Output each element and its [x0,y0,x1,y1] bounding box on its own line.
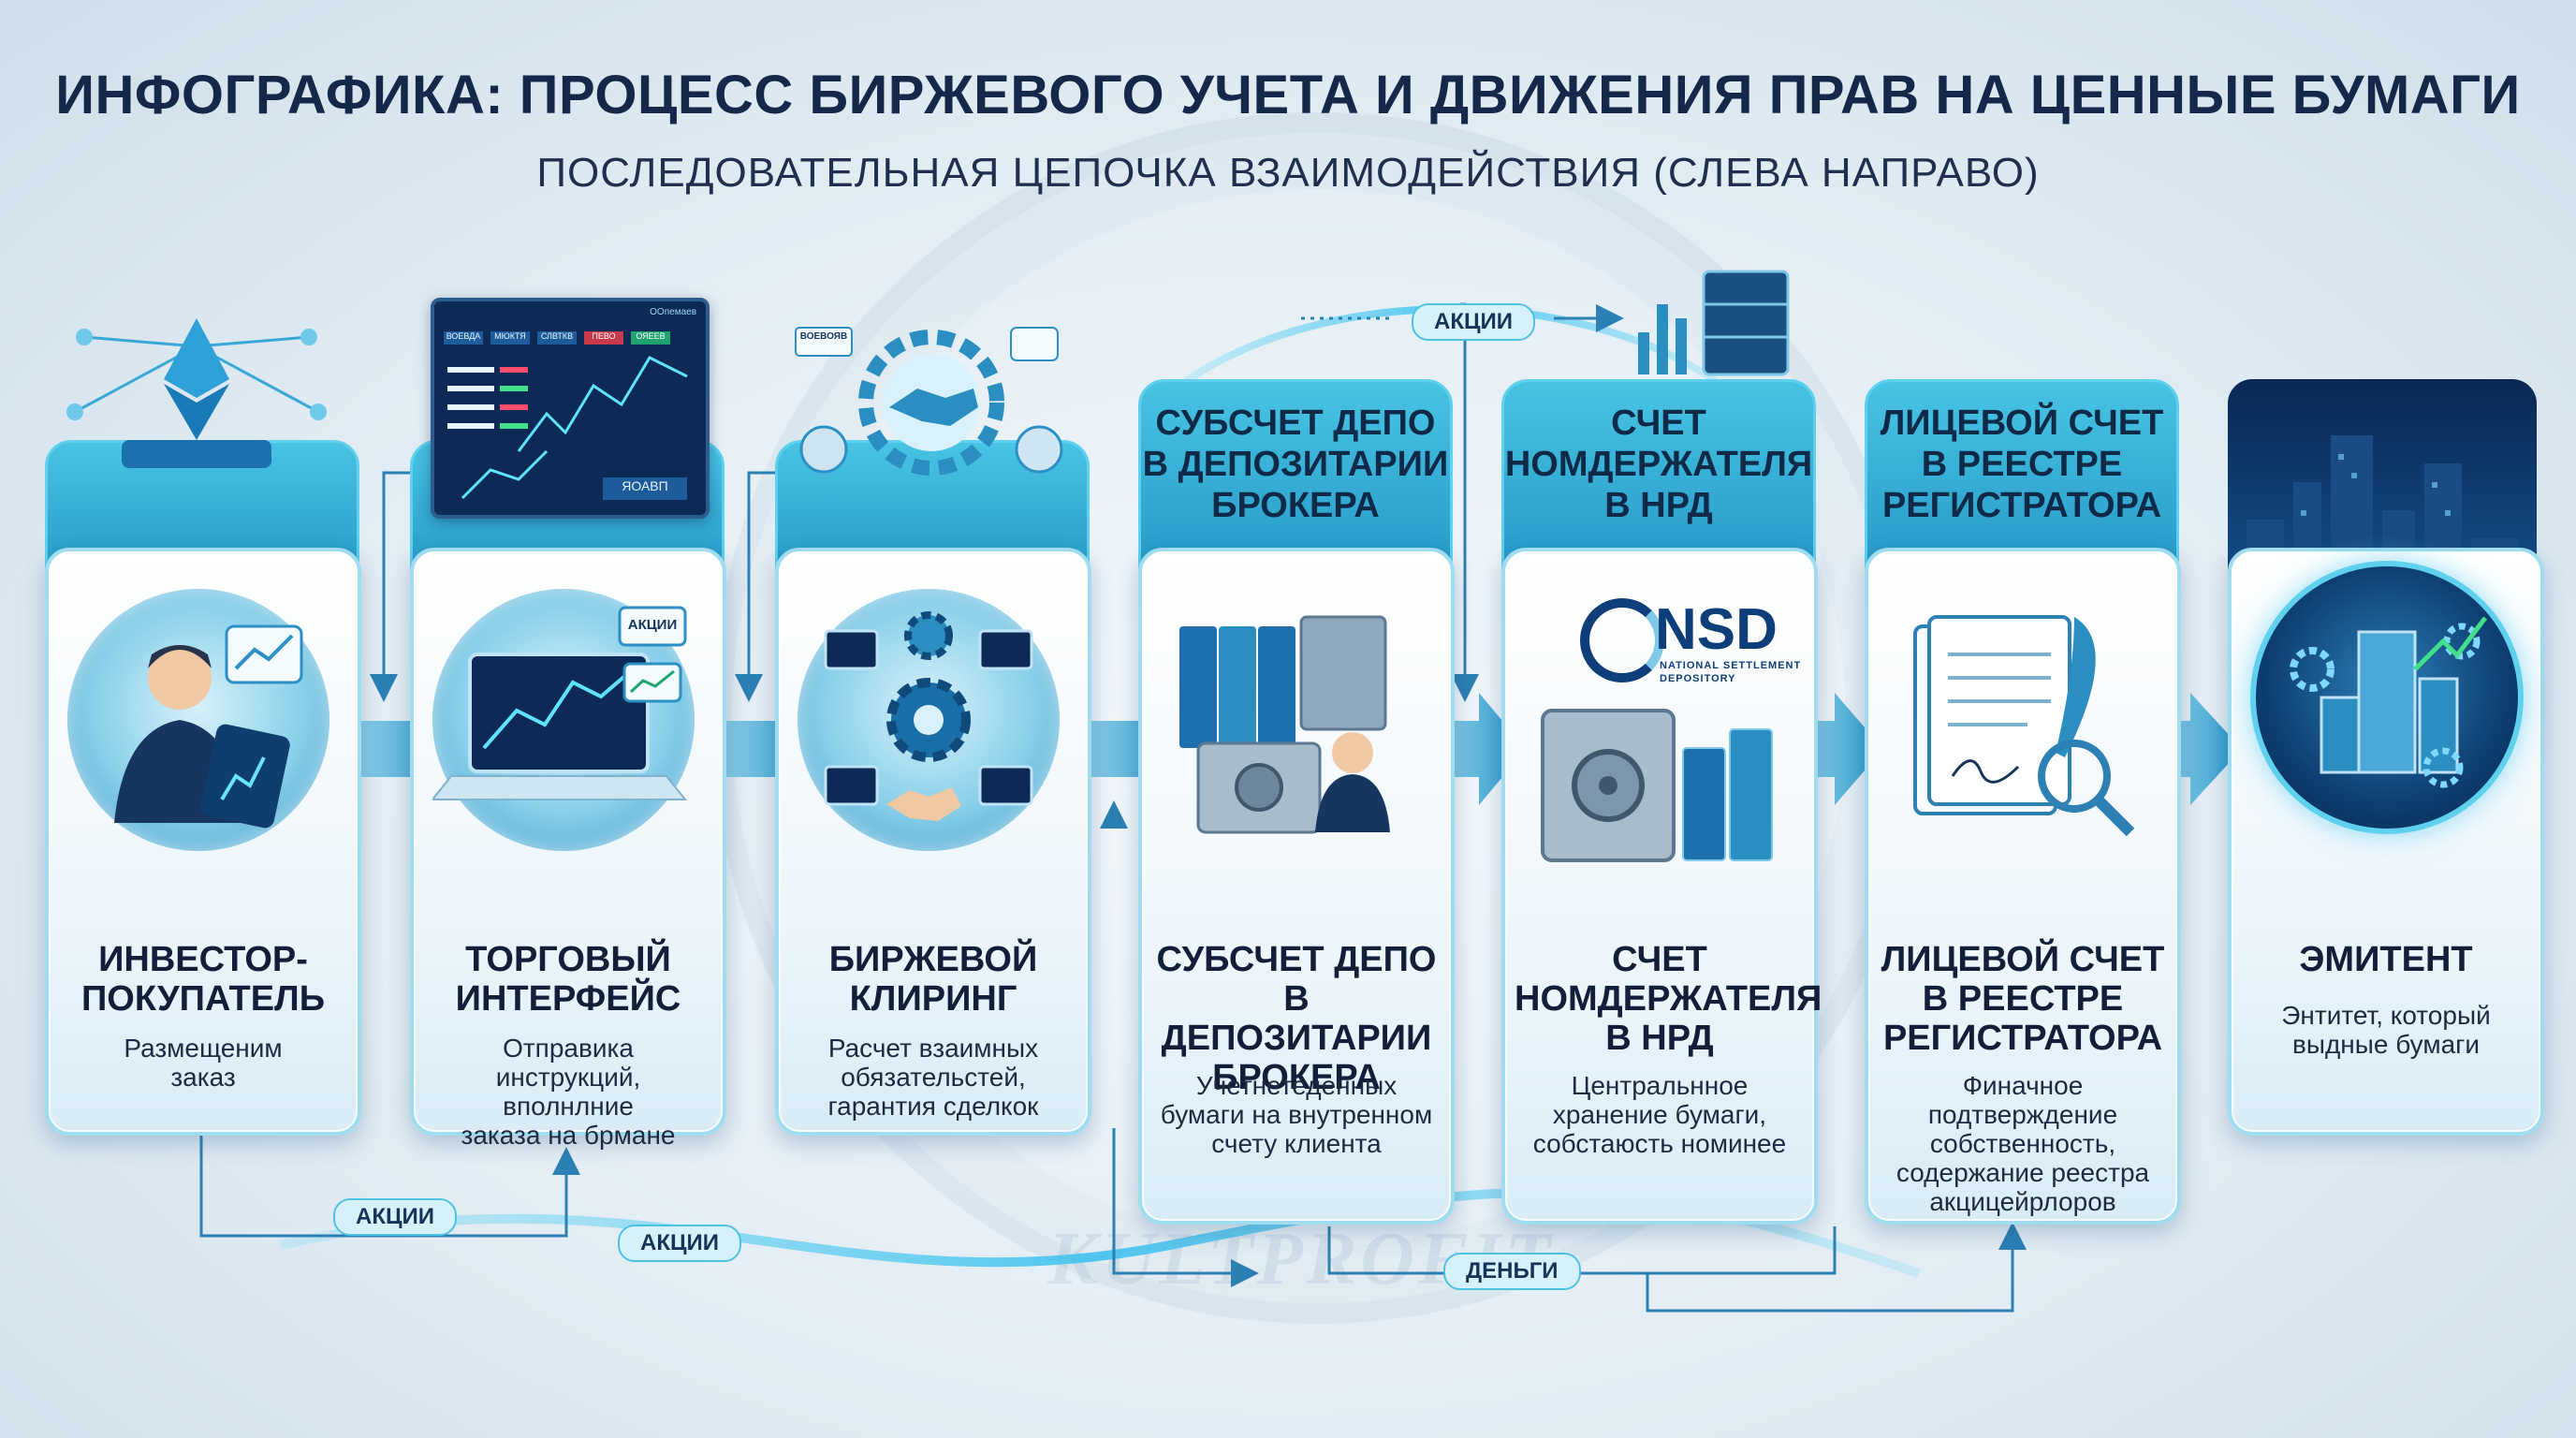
handshake-gear-icon [795,327,1063,476]
investor-tablet-icon [67,589,329,851]
nsd-line-1: NATIONAL SETTLEMENT [1660,660,1802,671]
crypto-network-icon [66,318,327,468]
server-stack-icon [1638,270,1790,376]
flow-label-aktsii-bottom-1: АКЦИИ [333,1198,458,1236]
screen-tab-5: ОЯЕЕВ [636,331,666,341]
screen-tab-4: ПЕВО [592,331,616,341]
screen-tab-1: ВОЕВДА [446,331,481,341]
clearing-gears-icon [798,589,1060,851]
chip-label-1: ВОЕВОЯВ [799,331,848,342]
step7-title: ЭМИТЕНТ [2299,940,2473,979]
page-subtitle: ПОСЛЕДОВАТЕЛЬНАЯ ЦЕПОЧКА ВЗАИМОДЕЙСТВИЯ … [536,150,2040,196]
registry-document-icon [1887,589,2149,851]
aktsii-badge: АКЦИИ [627,617,678,633]
nsd-logo-icon [1580,598,1664,682]
screen-tab-2: МЮКТЯ [494,331,526,341]
flow-label-aktsii-bottom-2: АКЦИИ [618,1225,742,1262]
vault-server-icon [1541,709,1773,862]
flow-label-dengi: ДЕНЬГИ [1443,1253,1581,1290]
screen-corner-label: ООпемаев [650,307,696,317]
page-title: ИНФОГРАФИКА: ПРОЦЕСС БИРЖЕВОГО УЧЕТА И Д… [55,65,2521,125]
depository-folders-icon [1161,589,1423,851]
nsd-logo-text: NSD [1655,597,1778,662]
trading-screen: ЯОАВП ВОЕВДА МЮКТЯ СЛВТКВ ПЕВО ОЯЕЕВ ООп… [431,298,710,519]
nsd-line-2: DEPOSITORY [1660,673,1736,684]
laptop-chart-icon: АКЦИИ [430,589,695,851]
screen-button-label: ЯОАВП [622,478,668,493]
step1-title: ИНВЕСТОР-ПОКУПАТЕЛЬ [80,940,326,1019]
flow-label-aktsii-top: АКЦИИ [1412,303,1536,341]
screen-tab-3: СЛВТКВ [540,331,574,341]
issuer-buildings-icon [2250,561,2524,834]
